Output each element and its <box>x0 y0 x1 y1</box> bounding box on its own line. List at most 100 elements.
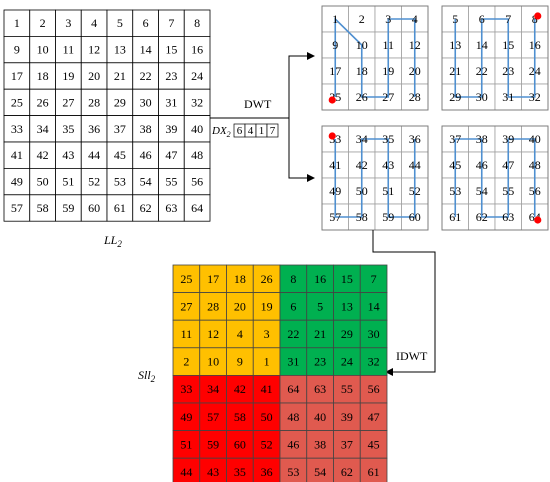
sll2-cell-value: 44 <box>180 465 192 479</box>
block-cell-value: 44 <box>409 158 421 172</box>
sll2-cell <box>226 402 254 432</box>
ll2-cell <box>80 115 108 143</box>
block-cell-value: 20 <box>409 64 421 78</box>
sll2-cell <box>333 292 361 321</box>
traversal-path <box>334 17 416 98</box>
ll2-cell-value: 5 <box>117 16 123 30</box>
ll2-cell <box>183 62 211 90</box>
ll2-cell <box>132 194 159 222</box>
ll2-cell-value: 30 <box>140 95 152 109</box>
sll2-cell-value: 53 <box>287 465 299 479</box>
sll2-cell-value: 35 <box>234 465 246 479</box>
ll2-cell <box>29 36 56 64</box>
block-cell-value: 16 <box>529 38 541 52</box>
block-cell-value: 52 <box>409 184 421 198</box>
ll2-cell-value: 49 <box>11 175 23 189</box>
ll2-cell-value: 9 <box>14 43 20 57</box>
ll2-cell-value: 43 <box>62 148 74 162</box>
sll2-cell <box>279 319 308 349</box>
arrow-to-bottom-blocks <box>288 118 315 182</box>
ll2-cell-value: 55 <box>165 175 177 189</box>
block-cell-value: 29 <box>449 90 461 104</box>
ll2-cell-value: 58 <box>37 201 49 215</box>
sll2-cell-value: 10 <box>207 355 219 369</box>
sll2-cell-value: 58 <box>234 410 246 424</box>
ll2-cell-value: 32 <box>191 95 203 109</box>
sll2-cell-value: 21 <box>314 327 326 341</box>
ll2-cell-value: 63 <box>165 201 177 215</box>
ll2-cell <box>183 167 211 196</box>
ll2-cell-value: 1 <box>14 16 20 30</box>
ll2-cell-value: 37 <box>114 122 126 136</box>
ll2-cell <box>55 167 82 196</box>
block-cell-value: 46 <box>476 158 488 172</box>
sll2-cell <box>226 374 254 404</box>
idwt-arrow <box>372 230 436 376</box>
dx-label: DX2 <box>211 125 231 139</box>
block-cell-value: 2 <box>359 12 365 26</box>
ll2-cell-value: 31 <box>165 95 177 109</box>
ll2-cell-value: 47 <box>165 148 177 162</box>
block-cell-value: 23 <box>502 64 514 78</box>
block-cell-value: 21 <box>449 64 461 78</box>
sll2-cell-value: 3 <box>264 327 270 341</box>
sll2-cell <box>359 347 388 376</box>
ll2-cell <box>55 194 82 222</box>
dwt-label: DWT <box>244 97 272 111</box>
ll2-cell <box>106 194 134 222</box>
ll2-cell-value: 2 <box>40 16 46 30</box>
ll2-cell-value: 51 <box>62 175 74 189</box>
sll2-cell-value: 28 <box>207 299 219 313</box>
ll2-cell-value: 13 <box>114 43 126 57</box>
sll2-cell <box>359 402 388 432</box>
sll2-cell-value: 49 <box>180 410 192 424</box>
start-dot <box>328 132 336 140</box>
ll2-cell-value: 15 <box>165 43 177 57</box>
sll2-cell-value: 41 <box>261 382 273 396</box>
sll2-cell <box>306 292 334 321</box>
sll2-cell <box>172 374 201 404</box>
sll2-cell <box>306 402 334 432</box>
sll2-cell-value: 16 <box>314 272 326 286</box>
ll2-cell <box>158 141 185 169</box>
block-cell-value: 55 <box>502 184 514 198</box>
sll2-cell <box>279 292 308 321</box>
block-cell-value: 32 <box>529 90 541 104</box>
block-cell-value: 36 <box>409 132 421 146</box>
sll2-cell <box>359 457 388 482</box>
block-cell-value: 8 <box>532 12 538 26</box>
ll2-cell <box>80 36 108 64</box>
ll2-cell <box>183 141 211 169</box>
sll2-cell-value: 24 <box>341 355 353 369</box>
ll2-cell-value: 25 <box>11 95 23 109</box>
block-cell-value: 54 <box>476 184 488 198</box>
sll2-cell <box>306 264 334 294</box>
ll2-cell-value: 22 <box>140 69 152 83</box>
sll2-cell-value: 20 <box>234 299 246 313</box>
ll2-cell <box>132 141 159 169</box>
ll2-cell-value: 42 <box>37 148 49 162</box>
ll2-cell <box>29 167 56 196</box>
sll2-cell-value: 34 <box>207 382 219 396</box>
sll2-cell <box>279 374 308 404</box>
dx-value: 4 <box>248 125 254 137</box>
sll2-cell <box>172 347 201 376</box>
ll2-cell <box>55 62 82 90</box>
sll2-cell <box>226 430 254 459</box>
sll2-cell <box>359 319 388 349</box>
block-cell-value: 39 <box>502 132 514 146</box>
ll2-cell <box>106 115 134 143</box>
sll2-cell <box>359 292 388 321</box>
ll2-cell-value: 11 <box>63 43 75 57</box>
ll2-cell-value: 57 <box>11 201 23 215</box>
block-cell-value: 61 <box>449 210 461 224</box>
sll2-cell <box>279 347 308 376</box>
block-cell-value: 41 <box>329 158 341 172</box>
block-cell-value: 11 <box>382 38 394 52</box>
sll2-cell <box>252 319 281 349</box>
block-cell-value: 30 <box>476 90 488 104</box>
sll2-cell-value: 32 <box>368 355 380 369</box>
ll2-cell-value: 41 <box>11 148 23 162</box>
ll2-cell <box>106 62 134 90</box>
